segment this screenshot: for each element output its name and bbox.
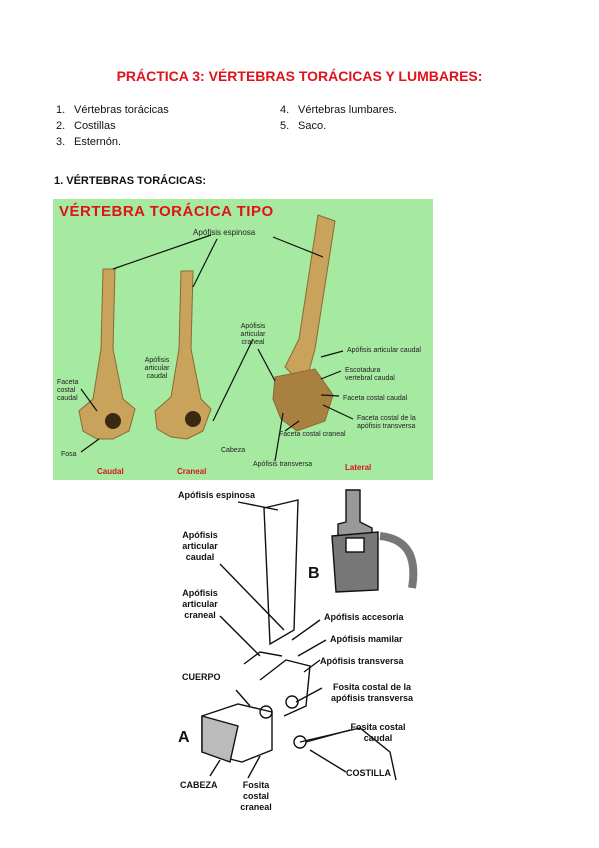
view-caudal: Caudal	[97, 467, 124, 476]
line-drawing-illustration	[201, 489, 418, 781]
label-apofisis-transversa: Apófisis transversa	[253, 461, 313, 468]
label-faceta-costal-caudal: Faceta costal caudal	[57, 379, 79, 402]
label-fosa: Fosa	[61, 451, 77, 458]
section-heading: 1. VÉRTEBRAS TORÁCICAS:	[54, 175, 206, 187]
list-item: 3.Esternón.	[56, 136, 122, 148]
drawing-label-apofisis-articular-craneal: Apófisis articular craneal	[182, 588, 218, 620]
vertebra-photo-illustration	[78, 214, 354, 462]
label-cabeza: Cabeza	[221, 447, 246, 454]
photo-title: VÉRTEBRA TORÁCICA TIPO	[59, 203, 274, 220]
label-apofisis-articular-craneal: Apófisis articular craneal	[240, 323, 266, 346]
list-item: 1.Vértebras torácicas	[56, 104, 169, 116]
drawing-label-apofisis-accesoria: Apófisis accesoria	[324, 612, 404, 622]
list-item: 4.Vértebras lumbares.	[280, 104, 398, 116]
label-faceta-costal-transversa: Faceta costal de la apófisis transversa	[357, 415, 416, 430]
view-craneal: Craneal	[177, 467, 207, 476]
label-escotadura-vertebral-caudal: Escotadura vertebral caudal	[345, 367, 395, 382]
drawing-label-apofisis-mamilar: Apófisis mamilar	[330, 634, 403, 644]
list-item: 5.Saco.	[280, 120, 327, 132]
topic-list-right: 4.Vértebras lumbares. 5.Saco.	[280, 102, 397, 134]
vertebra-line-drawing: Apófisis espinosa Apófisis articular cau…	[160, 480, 440, 840]
drawing-label-cabeza: CABEZA	[180, 780, 218, 790]
label-apofisis-espinosa: Apófisis espinosa	[193, 228, 256, 237]
label-apofisis-articular-caudal-left: Apófisis articular caudal	[144, 357, 170, 380]
drawing-label-fosita-costal-craneal: Fosita costal craneal	[240, 780, 272, 812]
drawing-label-fosita-costal-transversa: Fosita costal de la apófisis transversa	[330, 682, 414, 703]
label-apofisis-articular-caudal-right: Apófisis articular caudal	[347, 347, 421, 354]
drawing-label-cuerpo: CUERPO	[182, 672, 221, 682]
drawing-label-fosita-costal-caudal: Fosita costal caudal	[350, 722, 406, 743]
topic-list-left: 1.Vértebras torácicas 2.Costillas 3.Este…	[56, 102, 169, 150]
view-lateral: Lateral	[345, 463, 372, 472]
drawing-label-costilla: COSTILLA	[346, 768, 391, 778]
label-faceta-costal-craneal: Faceta costal craneal	[279, 431, 346, 438]
page-title: PRÁCTICA 3: VÉRTEBRAS TORÁCICAS Y LUMBAR…	[116, 68, 483, 84]
list-item: 2.Costillas	[56, 120, 116, 132]
drawing-label-apofisis-transversa: Apófisis transversa	[320, 656, 404, 666]
label-faceta-costal-caudal-right: Faceta costal caudal	[343, 395, 408, 402]
drawing-label-apofisis-articular-caudal: Apófisis articular caudal	[182, 530, 218, 562]
drawing-label-apofisis-espinosa: Apófisis espinosa	[178, 490, 256, 500]
drawing-label-a: A	[178, 729, 190, 746]
drawing-label-b: B	[308, 565, 320, 582]
vertebra-photo-figure: VÉRTEBRA TORÁCICA TIPO Apófisis e	[53, 199, 433, 480]
